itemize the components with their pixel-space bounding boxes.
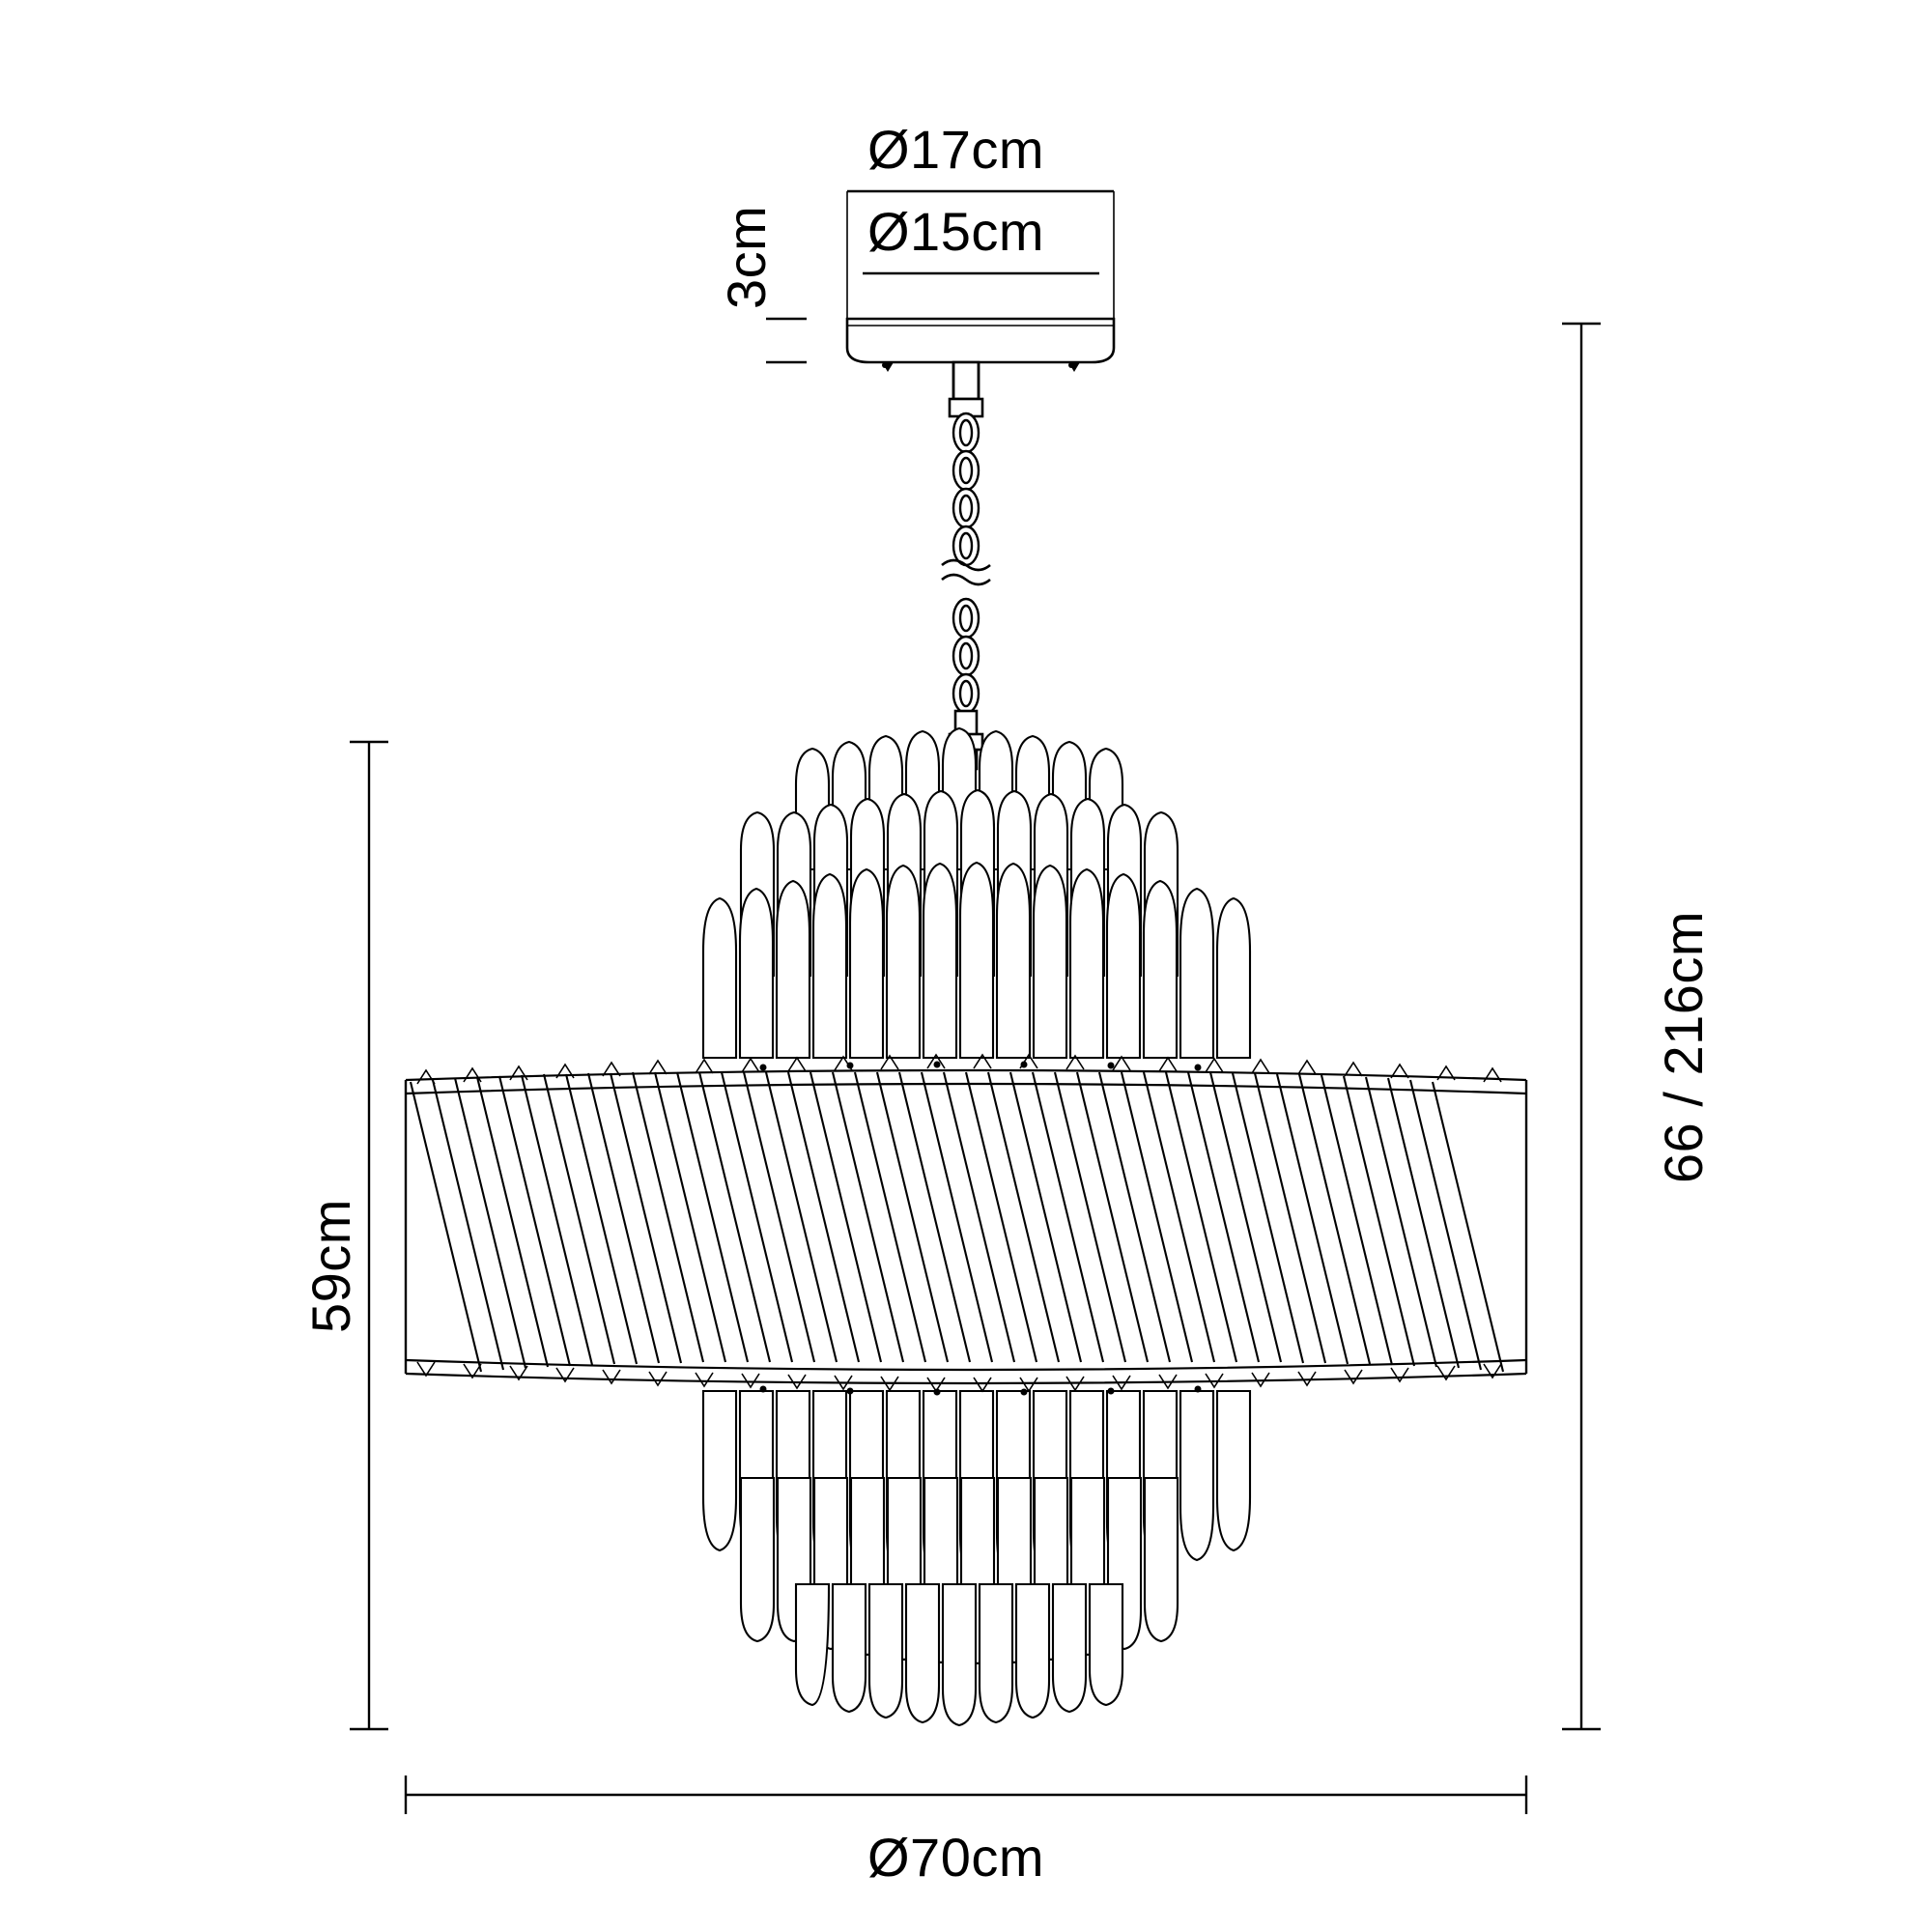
- dimension-line-shade-height: [350, 740, 388, 1731]
- label-plate-height: 3cm: [716, 205, 777, 309]
- shade-upper-tiers: [701, 726, 1252, 1060]
- dimension-line-total-height: [1562, 322, 1601, 1731]
- shade-lower-tiers: [701, 1389, 1252, 1727]
- label-shade-diameter: Ø70cm: [867, 1827, 1044, 1888]
- label-inner-diameter: Ø15cm: [867, 201, 1044, 262]
- ceiling-plate: [845, 317, 1116, 372]
- suspension-chain: [941, 360, 991, 831]
- label-outer-diameter: Ø17cm: [867, 119, 1044, 180]
- label-total-height: 66 / 216cm: [1653, 910, 1714, 1183]
- dimension-line-plate-height: [766, 317, 807, 364]
- main-drum-shade: [404, 1053, 1528, 1396]
- label-shade-height: 59cm: [300, 1199, 361, 1333]
- dimension-line-shade-diameter: [404, 1776, 1528, 1814]
